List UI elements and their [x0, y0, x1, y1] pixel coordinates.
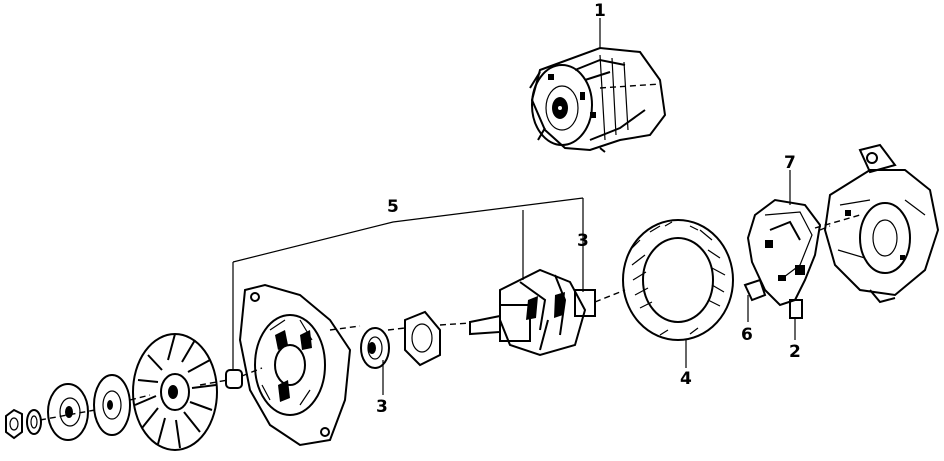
- callout-6: 6: [741, 325, 753, 345]
- rear-housing: [814, 143, 940, 304]
- spacer: [225, 369, 243, 389]
- callout-5: 5: [387, 197, 399, 217]
- callout-2: 2: [789, 342, 801, 362]
- assembly-axis: [39, 289, 626, 421]
- pulley: [93, 374, 131, 436]
- pulley-spacer: [47, 383, 89, 441]
- fan: [132, 333, 218, 451]
- bearing: [360, 327, 390, 369]
- alternator-assembly: [529, 46, 667, 153]
- nut: [5, 408, 23, 440]
- callout-4: 4: [680, 369, 692, 389]
- stator: [622, 219, 734, 341]
- callout-3-rotor: 3: [577, 231, 589, 251]
- front-housing: [238, 283, 352, 447]
- rectifier-bridge: [743, 198, 831, 319]
- washer: [26, 409, 42, 435]
- callout-3-bearing: 3: [376, 397, 388, 417]
- callout-7: 7: [784, 153, 796, 173]
- callout-1: 1: [594, 1, 606, 21]
- retainer-plate: [404, 310, 441, 367]
- leader-lines: [232, 18, 796, 395]
- rotor: [469, 268, 596, 357]
